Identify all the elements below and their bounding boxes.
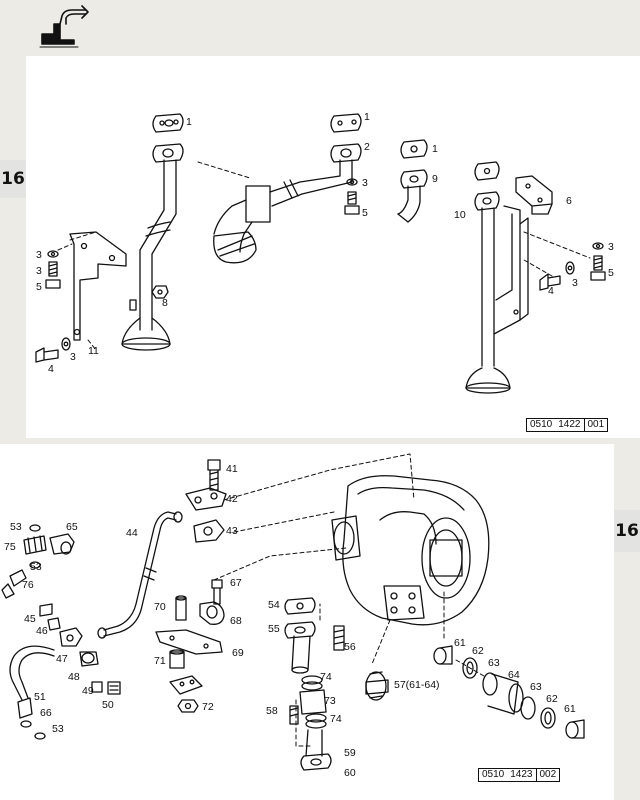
oil-pipe-icon <box>39 5 89 48</box>
callout-4b: 4 <box>48 363 54 375</box>
callout-labels: 1 2 1 1 3 5 9 10 6 3 5 3 4 3 8 3 5 11 3 … <box>4 111 614 779</box>
ref-part-2: 1423 <box>510 769 533 780</box>
callout-53a: 53 <box>10 521 22 533</box>
callout-67: 67 <box>230 577 242 589</box>
fittings-left <box>1 524 121 695</box>
callout-66: 66 <box>40 707 52 719</box>
right-band <box>614 444 640 800</box>
callout-73: 73 <box>324 695 336 707</box>
clamp-parts-center <box>155 579 225 713</box>
ref-part-3: 002 <box>535 769 560 781</box>
callout-3e: 3 <box>36 265 42 277</box>
section-tab-right: 16 <box>614 510 640 552</box>
callout-57: 57(61-64) <box>394 679 440 691</box>
bracket-6 <box>515 175 553 215</box>
callout-53c: 53 <box>52 723 64 735</box>
callout-63a: 63 <box>488 657 500 669</box>
callout-75: 75 <box>4 541 16 553</box>
callout-1c: 1 <box>432 143 438 155</box>
callout-74b: 74 <box>330 713 342 725</box>
bracket-11 <box>69 231 127 341</box>
top-sheet <box>26 56 640 440</box>
ref-part-1: 0510 <box>482 769 505 780</box>
callout-65: 65 <box>66 521 78 533</box>
callout-10: 10 <box>454 209 466 221</box>
callout-1b: 1 <box>364 111 370 123</box>
oil-return-hose-66 <box>9 645 55 740</box>
callout-5b: 5 <box>608 267 614 279</box>
callout-6: 6 <box>566 195 572 207</box>
drain-pipe-54-60 <box>284 597 345 771</box>
callout-3b: 3 <box>608 241 614 253</box>
callout-71: 71 <box>154 655 166 667</box>
callout-47: 47 <box>56 653 68 665</box>
callout-60: 60 <box>344 767 356 779</box>
turbocharger <box>331 475 490 626</box>
callout-54: 54 <box>268 599 280 611</box>
side-band <box>0 56 26 440</box>
callout-41: 41 <box>226 463 238 475</box>
callout-3f: 3 <box>70 351 76 363</box>
callout-68: 68 <box>230 615 242 627</box>
reference-code-bottom: 0510 1423 002 <box>478 768 561 782</box>
callout-64: 64 <box>508 669 520 681</box>
hose-clamp-57 <box>365 671 389 701</box>
ref-part-1: 0510 <box>530 419 553 430</box>
callout-76: 76 <box>22 579 34 591</box>
callout-56: 56 <box>344 641 356 653</box>
callout-2: 2 <box>364 141 370 153</box>
callout-55: 55 <box>268 623 280 635</box>
callout-3c: 3 <box>572 277 578 289</box>
callout-74a: 74 <box>320 671 332 683</box>
callout-46: 46 <box>36 625 48 637</box>
oil-sump-pipe-left <box>121 113 184 351</box>
callout-45: 45 <box>24 613 36 625</box>
callout-70: 70 <box>154 601 166 613</box>
callout-9: 9 <box>432 173 438 185</box>
middle-gap <box>0 438 640 444</box>
callout-8: 8 <box>162 297 168 309</box>
callout-11: 11 <box>88 345 99 357</box>
callout-50: 50 <box>102 699 114 711</box>
callout-44: 44 <box>126 527 138 539</box>
callout-59: 59 <box>344 747 356 759</box>
banjo-parts-top <box>185 459 227 543</box>
callout-1a: 1 <box>186 116 192 128</box>
callout-3d: 3 <box>36 249 42 261</box>
reference-code-top: 0510 1422 001 <box>526 418 609 432</box>
callout-4a: 4 <box>548 285 554 297</box>
section-tab-left: 16 <box>0 160 26 198</box>
oil-feed-pipe-44 <box>97 511 183 639</box>
callout-51: 51 <box>34 691 46 703</box>
ref-part-2: 1422 <box>558 419 581 430</box>
callout-49: 49 <box>82 685 94 697</box>
callout-5a: 5 <box>362 207 368 219</box>
oil-pipe-center <box>213 113 362 264</box>
callout-63b: 63 <box>530 681 542 693</box>
fasteners-top-right <box>539 242 606 291</box>
callout-72: 72 <box>202 701 214 713</box>
callout-3a: 3 <box>362 177 368 189</box>
callout-42: 42 <box>226 493 238 505</box>
callout-48: 48 <box>68 671 80 683</box>
callout-62a: 62 <box>472 645 484 657</box>
callout-53b: 53 <box>30 561 42 573</box>
oil-pipe-right <box>465 161 529 394</box>
fasteners-top-left <box>35 250 169 363</box>
ref-part-3: 001 <box>583 419 608 431</box>
top-band <box>0 0 640 56</box>
callout-61a: 61 <box>454 637 466 649</box>
assembly-leaders-top <box>57 161 591 351</box>
callout-43: 43 <box>226 525 238 537</box>
gasket-and-elbow-9 <box>397 139 428 223</box>
callout-58: 58 <box>266 705 278 717</box>
callout-61b: 61 <box>564 703 576 715</box>
turbo-leaders <box>213 453 445 747</box>
callout-5c: 5 <box>36 281 42 293</box>
hose-assembly-61-64 <box>433 645 585 739</box>
callout-69: 69 <box>232 647 244 659</box>
callout-62b: 62 <box>546 693 558 705</box>
